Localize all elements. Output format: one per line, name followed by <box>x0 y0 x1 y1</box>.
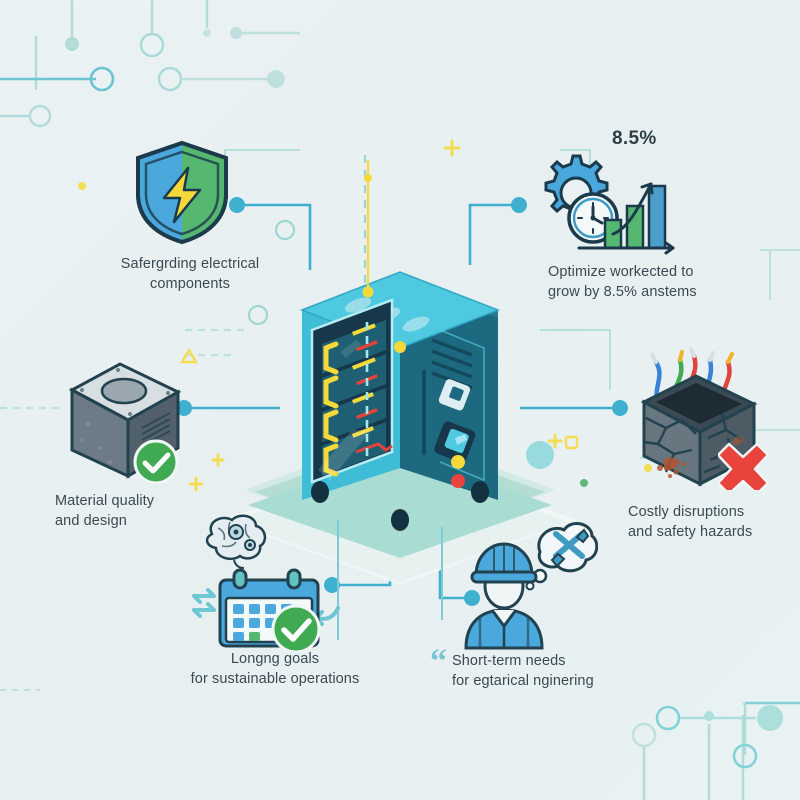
shield-lightning-icon <box>128 138 236 246</box>
growth-percentage-label: 8.5% <box>612 128 657 149</box>
cross-badge-costly <box>716 440 770 496</box>
engineer-thought-tools-icon <box>458 514 599 650</box>
caption-short-term-needs: Short-term needs for egtarical nginering <box>452 653 594 689</box>
quote-mark-icon: “ <box>430 643 447 680</box>
caption-costly-disruptions: Costly disruptions and safety hazards <box>628 504 753 540</box>
caption-safeguard: Safergrding electrical components <box>120 256 260 292</box>
caption-optimize: Optimize workected to grow by 8.5% anste… <box>548 264 697 300</box>
calendar-brain-gears-icon <box>192 512 340 654</box>
caption-material-quality: Material quality and design <box>55 493 155 529</box>
caption-long-term-goals: Longng goals for sustainable operations <box>190 651 360 687</box>
growth-chart-gear-clock-icon <box>533 148 693 258</box>
check-badge-material <box>132 438 180 486</box>
cabinet-body <box>299 271 501 531</box>
